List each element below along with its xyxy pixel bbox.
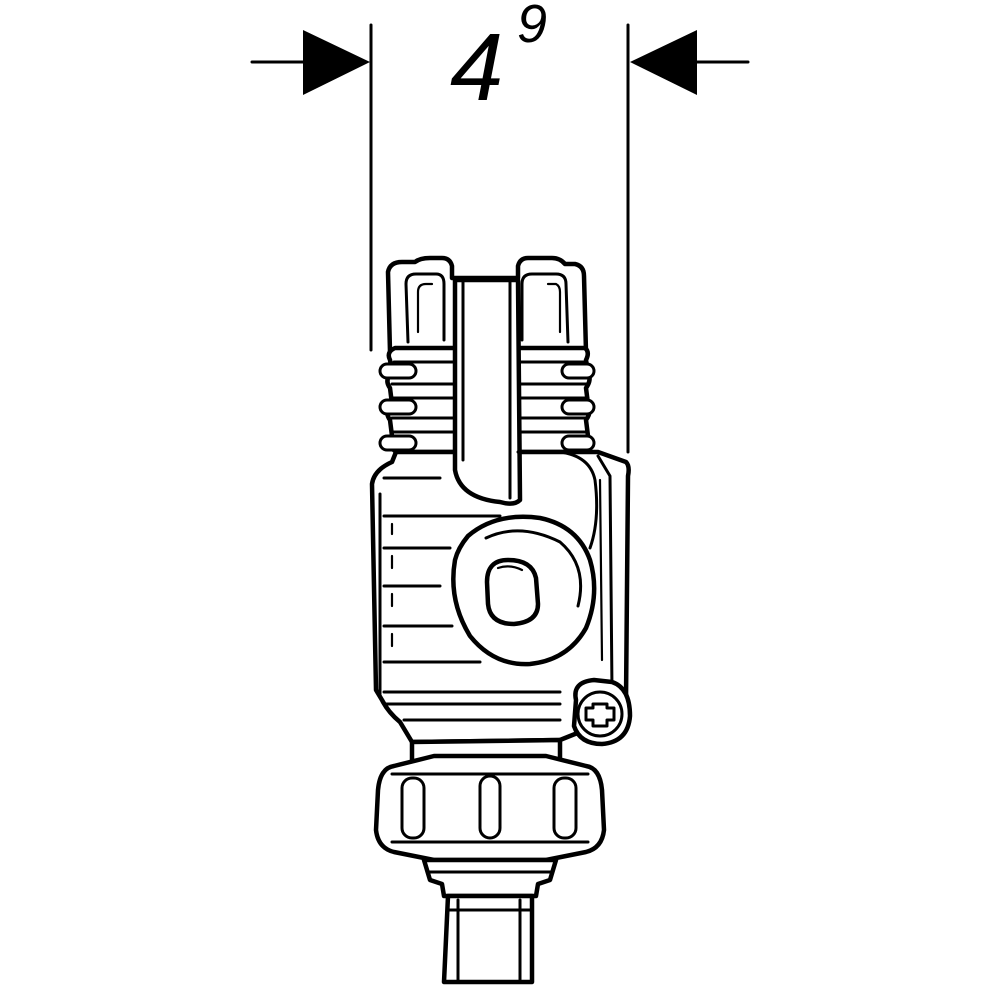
outlet-port [451, 514, 597, 667]
union-nut [373, 753, 607, 863]
nub-right-3 [560, 434, 596, 452]
inlet-pipe [441, 893, 535, 985]
dimension-value: 4 [450, 14, 503, 121]
nut-slot-left [400, 776, 426, 840]
nub-left-2 [378, 398, 418, 416]
nub-left-1 [378, 362, 418, 380]
nub-right-1 [560, 362, 596, 380]
nut-slot-center [478, 774, 502, 840]
width-dimension: 4 9 [250, 0, 750, 454]
center-stem [452, 277, 599, 550]
dimension-superscript: 9 [517, 0, 547, 54]
nub-right-2 [560, 398, 596, 416]
lower-collar [421, 857, 559, 899]
nub-left-3 [378, 434, 418, 452]
adjustment-screw [571, 677, 633, 747]
screw-cross-icon [584, 702, 616, 728]
fill-valve [369, 255, 633, 985]
nut-slot-right [552, 776, 578, 840]
outlet-opening [484, 557, 541, 627]
arrowhead-left [303, 30, 370, 95]
arrowhead-right [630, 30, 697, 95]
